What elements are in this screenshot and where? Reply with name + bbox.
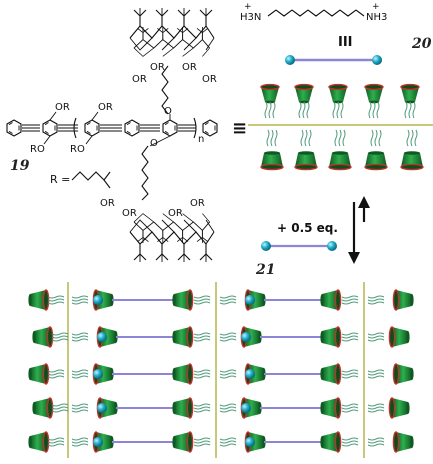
calix-top-or-1: OR <box>132 74 147 85</box>
compound-20-label: 20 <box>411 36 432 52</box>
calix-bottom-or-1: OR <box>100 198 115 209</box>
compound-19-label: 19 <box>10 158 30 174</box>
n-subscript: n <box>198 134 204 145</box>
dumbbell-20-icon <box>285 55 382 65</box>
o-label-top: O <box>164 106 172 117</box>
calix-top-or-3: OR <box>182 62 197 73</box>
plus-left: + <box>244 2 252 12</box>
network-row <box>27 363 415 385</box>
or-label-2: OR <box>98 102 113 113</box>
amine-left-label: H3N <box>240 12 261 23</box>
equilibrium-arrows-icon <box>348 196 370 264</box>
r-definition-label: R = <box>50 173 70 186</box>
compound-19-structure: OR RO OR RO O O n OR OR OR OR OR OR OR O… <box>6 7 218 263</box>
ro-label-2: RO <box>70 144 85 155</box>
o-label-bottom: O <box>150 138 158 149</box>
calix-top-or-4: OR <box>202 74 217 85</box>
equivalents-label: + 0.5 eq. <box>277 221 338 235</box>
amine-right-label: NH3 <box>366 12 387 23</box>
lower-cone-row <box>260 129 424 171</box>
calix-bottom-or-4: OR <box>190 198 205 209</box>
upper-cone-row <box>260 83 420 119</box>
network-row <box>27 289 415 311</box>
network-row <box>31 397 411 419</box>
plus-right: + <box>372 2 380 12</box>
compound-21-label: 21 <box>255 262 275 278</box>
network-rows <box>27 289 415 453</box>
network-assembly <box>27 282 415 458</box>
triple-bar-sign: III <box>338 35 353 50</box>
equivalence-sign: ≡ <box>232 118 247 139</box>
surface-assembly-top <box>248 83 433 171</box>
ro-label-1: RO <box>30 144 45 155</box>
calix-bottom-or-3: OR <box>168 208 183 219</box>
compound-20-structure: H3N + NH3 + III 20 <box>240 2 432 65</box>
dumbbell-21-icon <box>261 241 337 251</box>
network-row <box>31 326 411 348</box>
network-row <box>27 431 415 453</box>
calix-bottom-or-2: OR <box>122 208 137 219</box>
calix-top-or-2: OR <box>150 62 165 73</box>
or-label-1: OR <box>55 102 70 113</box>
